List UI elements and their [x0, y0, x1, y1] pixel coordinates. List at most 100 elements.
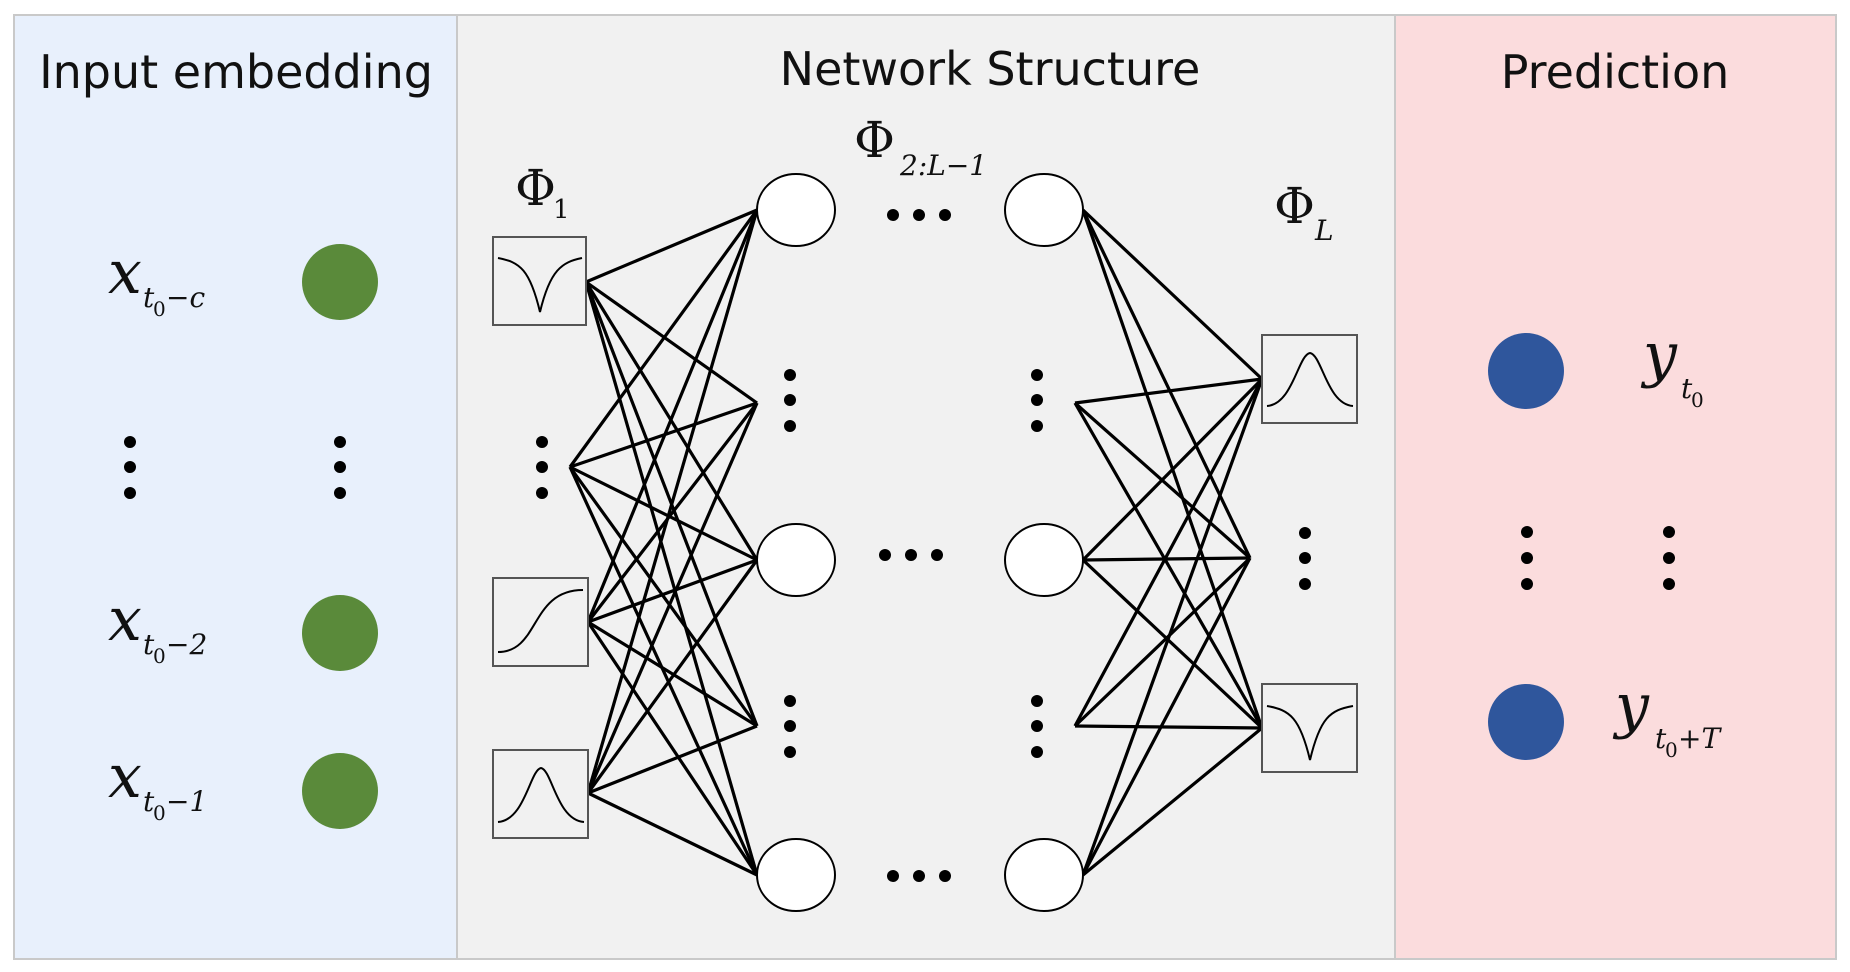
- svg-text:y: y: [1612, 671, 1650, 741]
- input-sub: t: [143, 281, 155, 314]
- connection-line: [568, 209, 759, 468]
- svg-text:y: y: [1640, 320, 1678, 390]
- connection-line: [1074, 724, 1263, 730]
- connection-line: [586, 402, 759, 794]
- phi-L-label: Φ L: [1274, 177, 1334, 247]
- connection-line: [1073, 378, 1264, 727]
- svg-text:t: t: [143, 785, 155, 818]
- input-node: [302, 244, 378, 320]
- output-base: y: [1640, 320, 1678, 390]
- vertical-ellipsis: [124, 436, 346, 499]
- connection-lines: [568, 208, 1264, 877]
- input-subsub: 0: [153, 644, 166, 668]
- svg-text:0: 0: [153, 297, 166, 321]
- svg-text:t: t: [1655, 722, 1667, 755]
- svg-text:Φ: Φ: [1274, 177, 1315, 235]
- output-label-y-t0-T: y t 0 +T: [1612, 671, 1722, 762]
- hidden-node: [756, 523, 836, 597]
- hidden-node: [1004, 838, 1084, 912]
- phi-symbol: Φ: [515, 159, 556, 217]
- output-sub: t: [1681, 372, 1693, 405]
- output-subtail: +T: [1678, 722, 1722, 755]
- output-sub: t: [1655, 722, 1667, 755]
- connection-line: [1081, 208, 1264, 381]
- output-node: [1488, 333, 1564, 409]
- svg-text:1: 1: [553, 195, 570, 225]
- prediction-panel: [1394, 14, 1837, 960]
- input-subtail: −1: [166, 785, 207, 818]
- phi-sub: L: [1314, 214, 1334, 247]
- connection-line: [586, 559, 759, 794]
- phi-1-label: Φ 1: [515, 159, 570, 225]
- hidden-node: [756, 173, 836, 247]
- connection-line: [1081, 726, 1264, 877]
- phi-symbol: Φ: [854, 111, 895, 169]
- input-base: x: [108, 742, 142, 812]
- connection-line: [585, 208, 758, 284]
- connection-line: [586, 209, 759, 794]
- network-panel-title: Network Structure: [780, 42, 1201, 96]
- svg-text:0: 0: [153, 801, 166, 825]
- connection-line: [1074, 377, 1263, 405]
- connection-line: [587, 558, 758, 624]
- svg-text:−1: −1: [166, 785, 207, 818]
- svg-text:t: t: [1681, 372, 1693, 405]
- activation-box-inverted-bell: [492, 236, 587, 326]
- activation-box-bell: [492, 749, 589, 839]
- svg-text:x: x: [108, 238, 142, 308]
- svg-text:Φ: Φ: [854, 111, 895, 169]
- svg-text:Φ: Φ: [515, 159, 556, 217]
- connection-line: [1073, 402, 1264, 729]
- connection-line: [586, 402, 759, 623]
- connection-line: [569, 465, 758, 562]
- activation-box-bell: [1261, 334, 1358, 424]
- vertical-ellipsis: [1521, 526, 1675, 590]
- output-label-y-t0: y t 0: [1640, 320, 1704, 412]
- output-subsub: 0: [1691, 388, 1704, 412]
- connection-line: [1073, 556, 1252, 728]
- svg-text:L: L: [1314, 214, 1334, 247]
- input-subsub: 0: [153, 801, 166, 825]
- svg-text:0: 0: [1691, 388, 1704, 412]
- input-base: x: [108, 238, 142, 308]
- hidden-node: [756, 838, 836, 912]
- connection-line: [568, 466, 759, 876]
- connection-line: [586, 621, 759, 876]
- input-label-x-t0-1: x t 0 −1: [108, 742, 207, 825]
- input-label-x-t0-2: x t 0 −2: [108, 585, 207, 668]
- output-subsub: 0: [1665, 738, 1678, 762]
- phi-middle-label: Φ 2:L−1: [854, 111, 987, 182]
- connection-line: [587, 791, 758, 877]
- svg-text:t: t: [143, 628, 155, 661]
- svg-text:0: 0: [153, 644, 166, 668]
- phi-sub: 1: [553, 195, 570, 225]
- input-sub: t: [143, 785, 155, 818]
- input-panel: [13, 14, 458, 960]
- svg-text:−c: −c: [166, 281, 205, 314]
- input-panel-title: Input embedding: [39, 45, 433, 99]
- svg-text:x: x: [108, 742, 142, 812]
- input-subsub: 0: [153, 297, 166, 321]
- hidden-node: [1004, 173, 1084, 247]
- input-label-x-t0-c: x t 0 −c: [108, 238, 205, 321]
- svg-text:0: 0: [1665, 738, 1678, 762]
- activation-box-sigmoid: [492, 577, 589, 667]
- svg-text:−2: −2: [166, 628, 207, 661]
- hidden-node: [1004, 523, 1084, 597]
- input-base: x: [108, 585, 142, 655]
- connection-line: [1081, 377, 1264, 562]
- input-subtail: −c: [166, 281, 205, 314]
- activation-box-inverted-bell: [1261, 683, 1358, 773]
- input-subtail: −2: [166, 628, 207, 661]
- connection-line: [1081, 557, 1252, 876]
- input-sub: t: [143, 628, 155, 661]
- svg-text:x: x: [108, 585, 142, 655]
- input-node: [302, 595, 378, 671]
- connection-line: [1081, 378, 1264, 876]
- connection-line: [1081, 209, 1252, 559]
- output-node: [1488, 684, 1564, 760]
- input-node: [302, 753, 378, 829]
- connection-line: [584, 281, 759, 876]
- connection-line: [586, 209, 759, 623]
